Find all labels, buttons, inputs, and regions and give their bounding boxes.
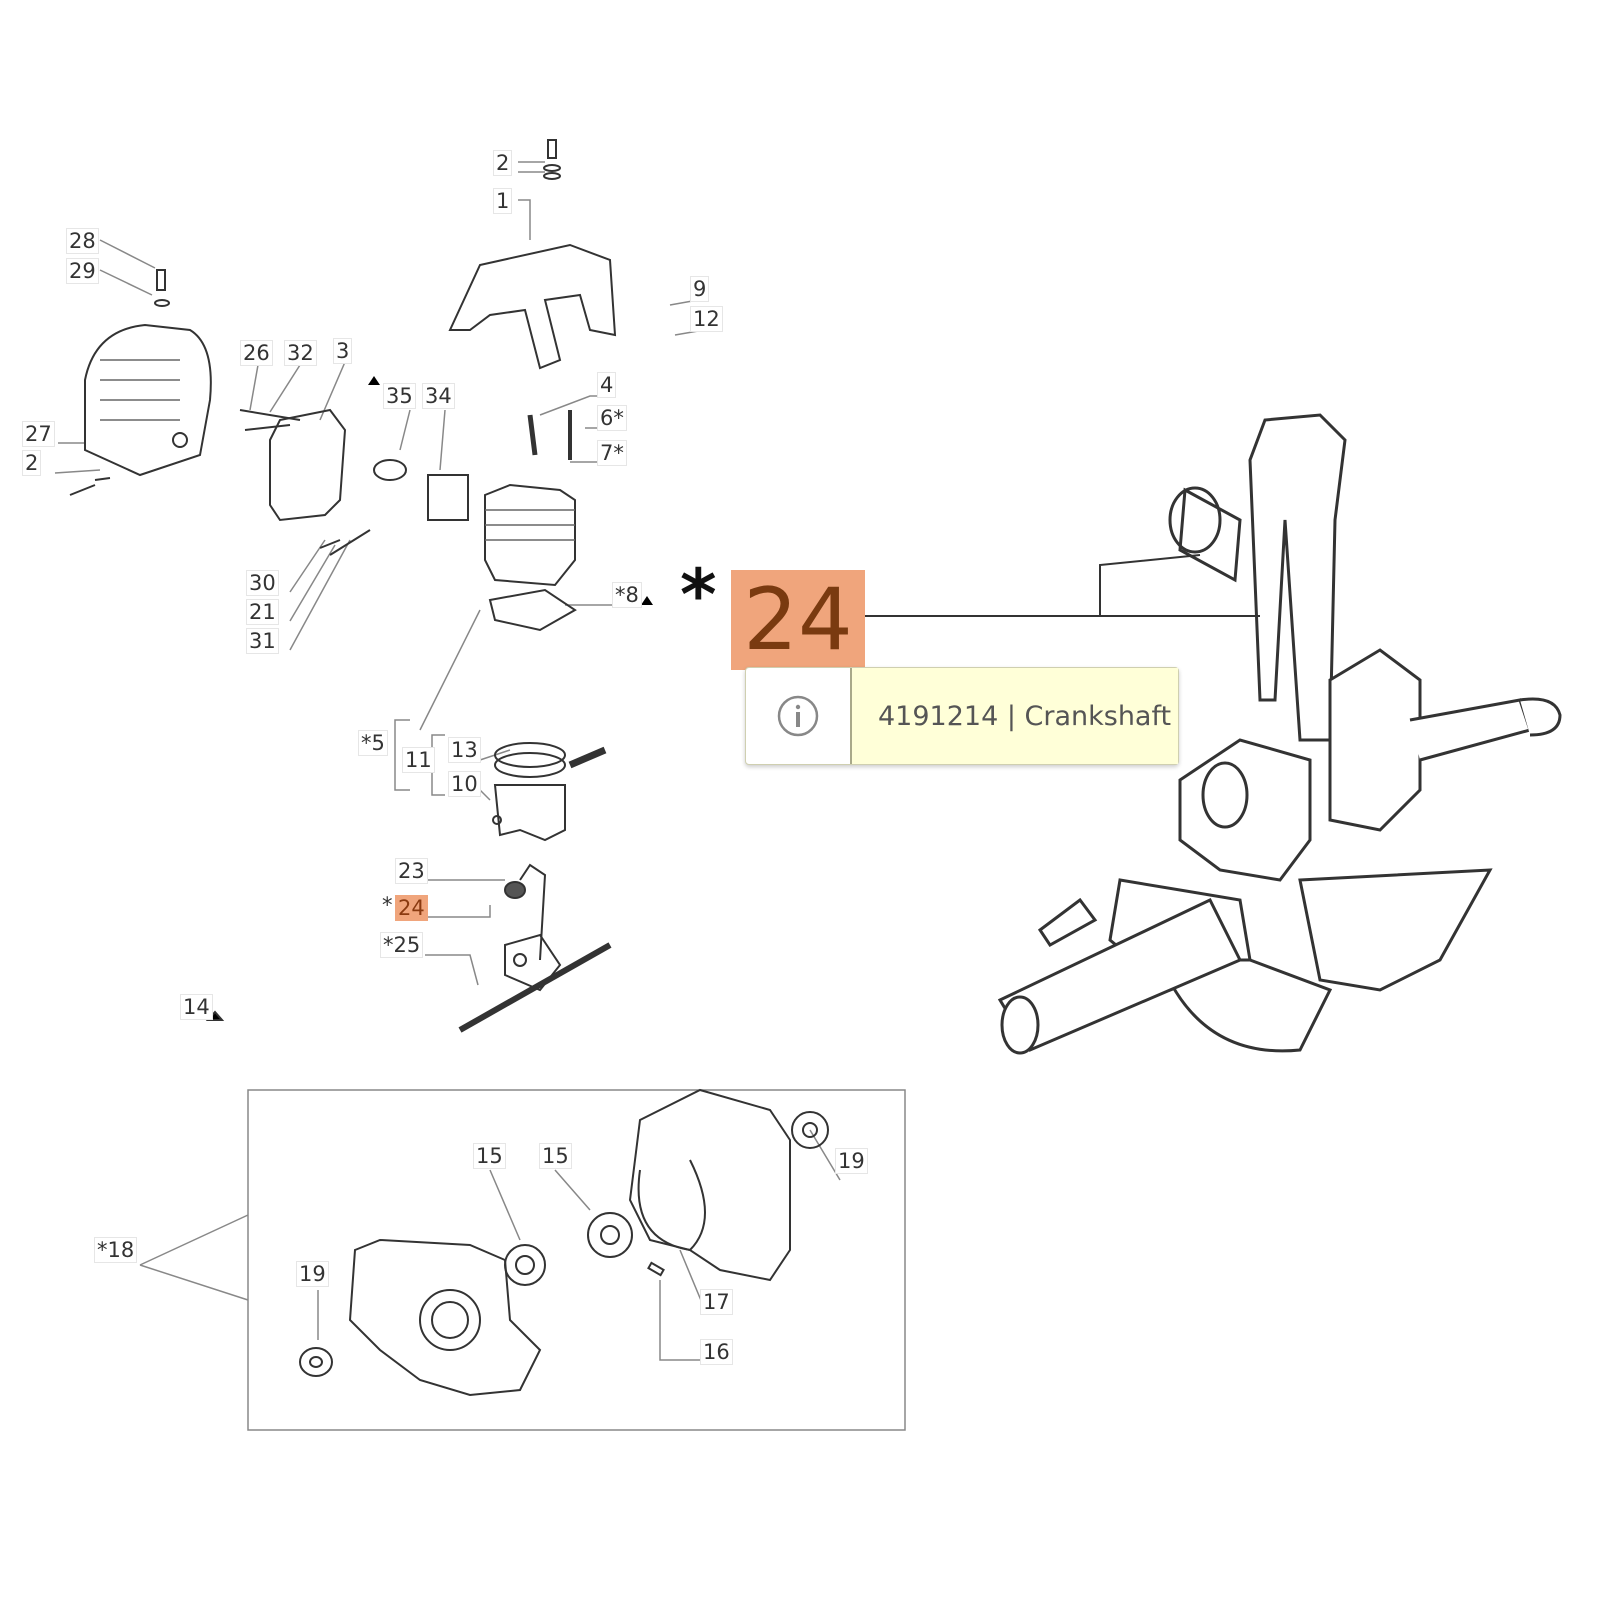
part-label-30[interactable]: 30	[246, 570, 279, 596]
callout-asterisk: *	[680, 554, 717, 636]
part-label-23[interactable]: 23	[395, 858, 428, 884]
part-label-2[interactable]: 2	[493, 150, 513, 176]
part-number: 25	[393, 933, 421, 957]
part-label-3[interactable]: 3	[333, 338, 353, 364]
crankcase-half-right-part	[587, 1088, 829, 1282]
asterisk-marker: *	[361, 731, 372, 755]
part-number: 6	[600, 406, 614, 430]
part-number: 5	[371, 731, 385, 755]
part-label-32[interactable]: 32	[284, 340, 317, 366]
part-label-31[interactable]: 31	[246, 628, 279, 654]
part-label-14[interactable]: 14	[180, 994, 213, 1020]
gasket-35	[373, 459, 407, 481]
muffler-part	[239, 408, 371, 556]
part-label-29[interactable]: 29	[66, 258, 99, 284]
part-label-35[interactable]: 35	[383, 383, 416, 409]
part-label-27[interactable]: 27	[22, 421, 55, 447]
part-label-19[interactable]: 19	[835, 1148, 868, 1174]
part-number: 18	[107, 1238, 135, 1262]
cylinder-part	[484, 410, 577, 632]
part-label-5[interactable]: *5	[358, 730, 388, 756]
part-label-28[interactable]: 28	[66, 228, 99, 254]
crankcase-half-left-part	[299, 1238, 546, 1397]
info-icon	[746, 668, 852, 764]
part-label-19b[interactable]: 19	[296, 1261, 329, 1287]
part-label-1[interactable]: 1	[493, 188, 513, 214]
crankshaft-enlarged-part	[997, 413, 1562, 1055]
part-label-17[interactable]: 17	[700, 1289, 733, 1315]
part-label-11[interactable]: 11	[402, 747, 435, 773]
part-label-34[interactable]: 34	[422, 383, 455, 409]
asterisk-marker: *	[613, 441, 624, 465]
part-label-13[interactable]: 13	[448, 737, 481, 763]
callout-24[interactable]: 24	[731, 570, 865, 670]
part-label-10[interactable]: 10	[448, 771, 481, 797]
part-number: 8	[625, 583, 639, 607]
tooltip-text: 4191214 | Crankshaft	[852, 668, 1178, 764]
part-label-24-highlighted[interactable]: 24	[395, 895, 428, 921]
asterisk-marker: *	[382, 893, 393, 917]
part-label-16[interactable]: 16	[700, 1339, 733, 1365]
gasket-34	[427, 474, 469, 521]
part-label-7[interactable]: 7*	[597, 440, 627, 466]
asterisk-marker: *	[615, 583, 626, 607]
piston-part	[492, 742, 607, 842]
part-label-18[interactable]: *18	[94, 1237, 138, 1263]
part-number: 7	[600, 441, 614, 465]
part-label-21[interactable]: 21	[246, 599, 279, 625]
part-label-8[interactable]: *8	[612, 582, 642, 608]
part-label-6[interactable]: 6*	[597, 405, 627, 431]
part-label-15b[interactable]: 15	[539, 1143, 572, 1169]
part-label-2b[interactable]: 2	[22, 450, 42, 476]
part-label-25[interactable]: *25	[380, 932, 424, 958]
top-cover-part	[448, 139, 617, 370]
part-tooltip: 4191214 | Crankshaft	[745, 667, 1179, 765]
asterisk-marker: *	[613, 406, 624, 430]
part-label-4[interactable]: 4	[597, 372, 617, 398]
part-label-12[interactable]: 12	[690, 306, 723, 332]
part-label-15[interactable]: 15	[473, 1143, 506, 1169]
asterisk-marker: *	[383, 933, 394, 957]
small-crankshaft-part	[458, 863, 612, 1033]
asterisk-marker: *	[97, 1238, 108, 1262]
muffler-cover-part	[69, 269, 212, 496]
part-label-9[interactable]: 9	[690, 276, 710, 302]
part-label-26[interactable]: 26	[240, 340, 273, 366]
